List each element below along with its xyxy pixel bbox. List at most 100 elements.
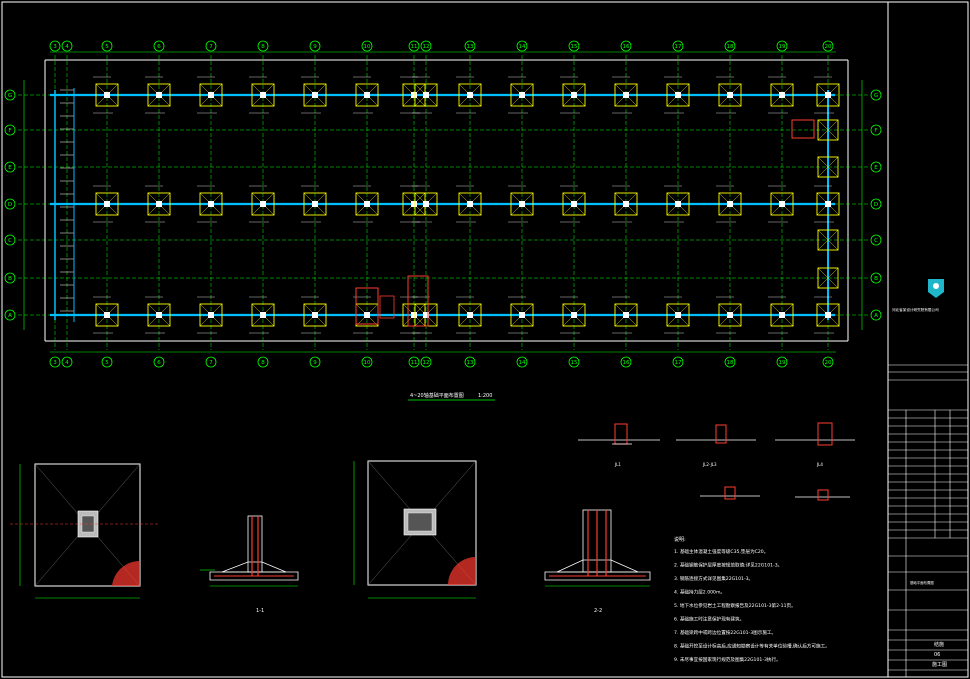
footing <box>251 192 275 216</box>
footing <box>199 192 223 216</box>
grid-bubble-right <box>870 161 882 173</box>
column <box>208 201 214 207</box>
column <box>104 312 110 318</box>
note-line: 2. 基础钢筋保护层厚度按规范取值;详见22G101-3。 <box>674 562 782 569</box>
grid-bubble-left <box>4 198 16 210</box>
sheet-label: 结施 <box>934 641 944 648</box>
grid-label-x: 6 <box>157 44 161 50</box>
footing <box>770 192 794 216</box>
footing-diagonal <box>817 119 839 141</box>
grid-label-x: 17 <box>675 44 682 50</box>
grid-bubble-top <box>153 40 165 52</box>
grid-bubble-top <box>361 40 373 52</box>
grid-bubble-bottom <box>361 356 373 368</box>
footing <box>303 83 327 107</box>
column <box>411 201 417 207</box>
grid-label-x: 6 <box>157 360 161 366</box>
column <box>260 92 266 98</box>
column <box>467 92 473 98</box>
company-logo <box>928 279 944 298</box>
grid-bubble-left <box>4 161 16 173</box>
grid-label-x: 18 <box>727 360 734 366</box>
column <box>623 92 629 98</box>
grid-bubble-right <box>870 124 882 136</box>
grid-label-y: E <box>8 165 12 171</box>
grid-label-x: 14 <box>519 360 526 366</box>
footing-diagonal <box>817 267 839 289</box>
footing <box>251 83 275 107</box>
column <box>571 312 577 318</box>
footing <box>817 156 839 178</box>
grid-bubble-right <box>870 272 882 284</box>
column <box>675 312 681 318</box>
grid-bubble-bottom <box>309 356 321 368</box>
grid-bubble-top <box>516 40 528 52</box>
column <box>825 312 831 318</box>
grid-bubble-bottom <box>672 356 684 368</box>
grid-bubble-bottom <box>776 356 788 368</box>
general-notes: 说明: 1. 基础主体混凝土强度等级C35,垫层为C20。2. 基础钢筋保护层厚… <box>674 536 830 663</box>
grid-label-x: 13 <box>467 360 474 366</box>
highlight-box <box>355 287 379 325</box>
footing <box>199 83 223 107</box>
grid-label-x: 11 <box>411 360 418 366</box>
column <box>364 92 370 98</box>
footing <box>816 303 840 327</box>
plan-scale: 1:200 <box>478 393 492 399</box>
grid-bubble-top <box>620 40 632 52</box>
column <box>467 312 473 318</box>
footing <box>817 119 839 141</box>
column <box>423 312 429 318</box>
grid-label-x: 15 <box>571 44 578 50</box>
grid-label-y: C <box>874 238 878 244</box>
section-1-1: 1-1 <box>200 515 299 614</box>
title-block: 河北省某设计研究院有限公司 <box>888 279 968 677</box>
footing <box>414 83 438 107</box>
grid-label-x: 3 <box>53 44 57 50</box>
grid-bubble-right <box>870 309 882 321</box>
grid-label-x: 10 <box>364 360 371 366</box>
note-line: 8. 基础开挖至设计标高后,应通知勘察设计等有关单位验槽,确认后方可施工。 <box>674 643 830 650</box>
column <box>825 92 831 98</box>
grid-label-y: A <box>874 313 878 319</box>
footing <box>816 192 840 216</box>
grid-label-y: C <box>8 238 12 244</box>
grid-label-x: 19 <box>779 44 786 50</box>
footing <box>718 192 742 216</box>
grid-label-x: 19 <box>779 360 786 366</box>
footing <box>816 83 840 107</box>
highlight-box <box>791 119 815 139</box>
grid-label-x: 7 <box>209 44 213 50</box>
footing <box>458 303 482 327</box>
grid-bubble-left <box>4 272 16 284</box>
footing <box>718 303 742 327</box>
grid-label-y: D <box>8 202 12 208</box>
foundation-plan: 3344556677889910101111121213131414151516… <box>4 40 882 368</box>
grid-bubble-bottom <box>620 356 632 368</box>
grid-label-y: D <box>874 202 878 208</box>
column <box>423 92 429 98</box>
grid-bubble-left <box>4 309 16 321</box>
section-2-2-caption: 2-2 <box>594 608 602 614</box>
grid-label-x: 12 <box>423 44 430 50</box>
grid-label-x: 16 <box>623 360 630 366</box>
column <box>104 92 110 98</box>
footing <box>510 192 534 216</box>
column <box>623 312 629 318</box>
grid-label-x: 20 <box>825 44 832 50</box>
grid-label-y: B <box>8 276 12 282</box>
grid-label-y: G <box>874 93 878 99</box>
note-line: 6. 基础施工时注意保护现有建筑。 <box>674 616 744 623</box>
grid-bubble-left <box>4 234 16 246</box>
footing-diagonal <box>817 156 839 178</box>
section-1-1-caption: 1-1 <box>256 608 264 614</box>
sheet-name: 基础平面布置图 <box>910 580 934 585</box>
footing <box>95 83 119 107</box>
column <box>260 312 266 318</box>
grid-bubble-bottom <box>516 356 528 368</box>
section-2-2: 2-2 <box>544 509 651 614</box>
grid-label-x: 9 <box>313 44 317 50</box>
company-name: 河北省某设计研究院有限公司 <box>892 307 939 312</box>
grid-bubble-top <box>101 40 113 52</box>
